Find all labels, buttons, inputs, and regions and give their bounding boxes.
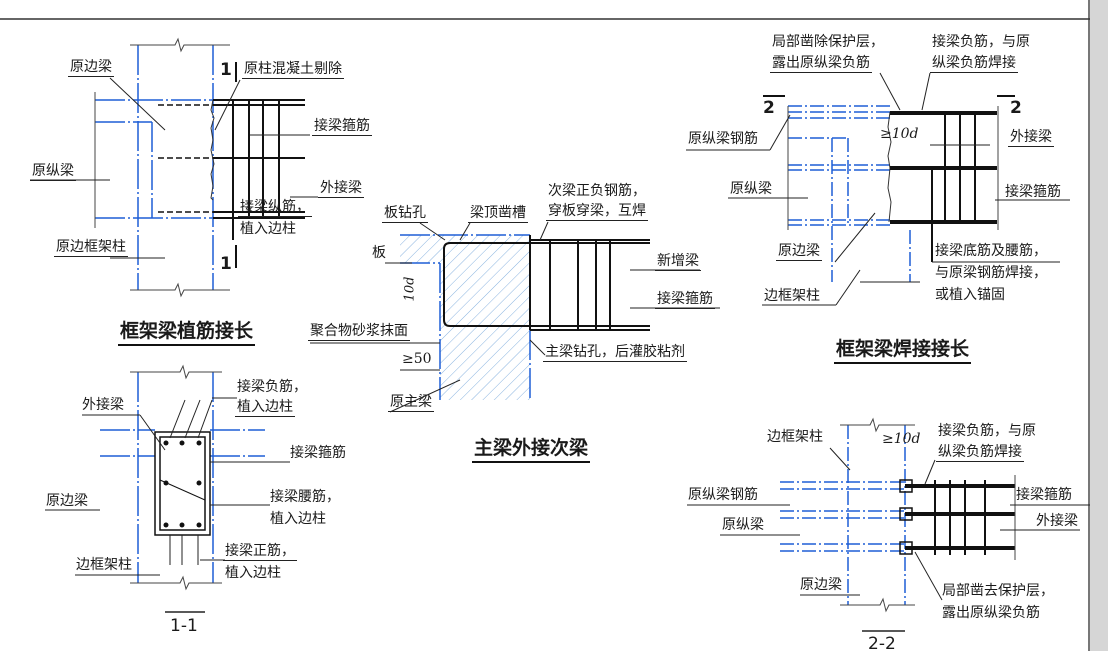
label-stirrup: 接梁箍筋 [655, 291, 715, 309]
section-mark: 1 [220, 254, 232, 274]
label-chisel-2: 露出原纵梁负筋 [942, 605, 1040, 621]
title-planting-extension: 框架梁植筋接长 [118, 316, 256, 346]
label-stirrup: 接梁箍筋 [312, 118, 372, 136]
label-secondary-rebar-1: 次梁正负钢筋， [548, 183, 646, 199]
label-new-beam: 新增梁 [655, 253, 701, 271]
label-chisel-1: 局部凿除保护层， [772, 34, 884, 50]
label-waist-rebar-1: 接梁腰筋， [270, 489, 340, 505]
label-neg-rebar-1: 接梁负筋， [237, 379, 307, 395]
label-remove-concrete: 原柱混凝土剔除 [242, 61, 344, 79]
label-slab-drill: 板钻孔 [382, 205, 428, 223]
label-bottom-rebar-3: 或植入锚固 [935, 287, 1005, 303]
label-neg-rebar-1: 接梁负筋，与原 [932, 34, 1030, 50]
label-slab: 板 [372, 245, 386, 261]
label-original-edge-beam: 原边梁 [68, 59, 114, 77]
label-neg-rebar-2: 纵梁负筋焊接 [930, 55, 1018, 73]
label-original-frame-column: 原边框架柱 [54, 239, 128, 257]
section-title-1-1: 1-1 [170, 616, 198, 636]
label-ge10d: ≥10d [882, 431, 921, 447]
section-mark: 2 [763, 98, 775, 118]
label-ge10d: ≥10d [880, 126, 919, 142]
label-10d: 10d [402, 276, 418, 302]
label-stirrup: 接梁箍筋 [1016, 487, 1072, 503]
section-title-2-2: 2-2 [868, 634, 896, 654]
title-secondary-beam: 主梁外接次梁 [472, 433, 591, 463]
label-original-long-beam: 原纵梁 [730, 181, 772, 197]
label-outer-beam: 外接梁 [82, 397, 124, 413]
label-outer-beam: 外接梁 [318, 180, 364, 198]
section-mark: 2 [1010, 98, 1022, 118]
label-bottom-rebar-1: 接梁底筋及腰筋， [935, 243, 1047, 259]
diagram-planting-extension [30, 37, 318, 298]
label-long-rebar-2: 植入边柱 [240, 221, 296, 237]
label-long-rebar-1: 接梁纵筋， [238, 199, 312, 217]
label-original-main-beam: 原主梁 [388, 394, 434, 412]
label-original-long-beam: 原纵梁 [722, 517, 764, 533]
label-outer-beam: 外接梁 [1036, 513, 1078, 529]
label-polymer-mortar: 聚合物砂浆抹面 [308, 323, 410, 341]
label-original-edge-beam: 原边梁 [46, 493, 88, 509]
section-1-1 [45, 364, 290, 613]
title-weld-extension: 框架梁焊接接长 [834, 334, 972, 364]
label-pos-rebar-1: 接梁正筋， [223, 543, 297, 561]
diagram-weld-extension [686, 72, 1070, 306]
label-frame-column: 边框架柱 [76, 557, 132, 573]
diagram-secondary-beam [310, 221, 720, 413]
label-original-edge-beam: 原边梁 [776, 243, 822, 261]
label-frame-column: 边框架柱 [767, 429, 823, 445]
label-original-long-beam: 原纵梁 [30, 163, 76, 181]
label-beam-groove: 梁顶凿槽 [468, 205, 528, 223]
label-secondary-rebar-2: 穿板穿梁，互焊 [546, 203, 648, 221]
label-outer-beam: 外接梁 [1008, 129, 1054, 147]
label-neg-rebar-2: 纵梁负筋焊接 [936, 444, 1024, 462]
section-mark: 1 [220, 60, 232, 80]
label-original-rebar: 原纵梁钢筋 [688, 131, 758, 147]
label-original-edge-beam: 原边梁 [800, 577, 842, 593]
label-waist-rebar-2: 植入边柱 [270, 511, 326, 527]
label-neg-rebar-2: 植入边柱 [235, 399, 295, 417]
page-edge [1088, 0, 1108, 651]
label-stirrup: 接梁箍筋 [290, 445, 346, 461]
label-frame-column: 边框架柱 [764, 288, 820, 304]
label-ge50: ≥50 [402, 351, 432, 367]
label-chisel-1: 局部凿去保护层， [942, 583, 1054, 599]
label-chisel-2: 露出原纵梁负筋 [770, 55, 872, 73]
label-main-beam-drill: 主梁钻孔，后灌胶粘剂 [543, 344, 687, 362]
label-pos-rebar-2: 植入边柱 [225, 565, 281, 581]
label-bottom-rebar-2: 与原梁钢筋焊接， [935, 265, 1047, 281]
label-stirrup: 接梁箍筋 [1005, 184, 1061, 200]
label-neg-rebar-1: 接梁负筋，与原 [938, 423, 1036, 439]
section-2-2 [687, 417, 1090, 632]
label-original-rebar: 原纵梁钢筋 [688, 487, 758, 503]
